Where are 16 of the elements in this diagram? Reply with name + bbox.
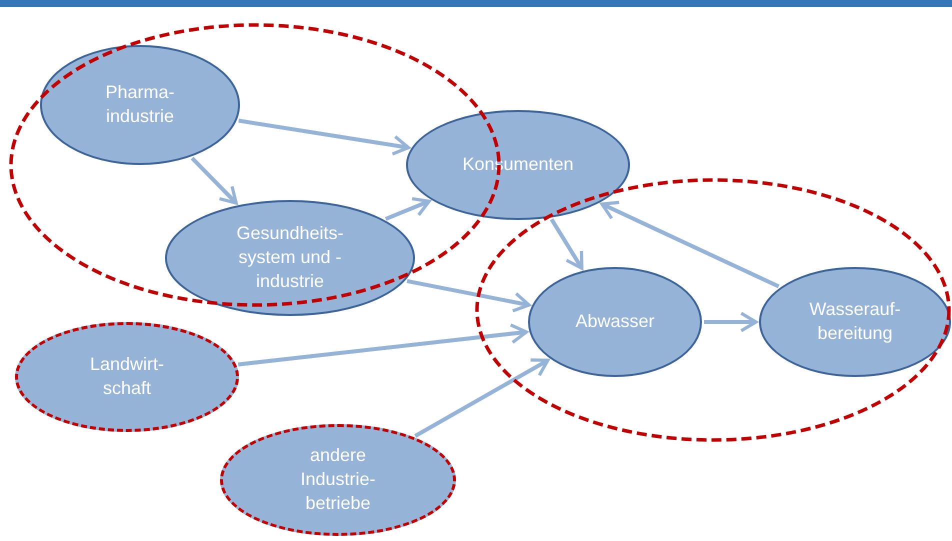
node-label: Gesundheits- system und - industrie — [235, 222, 345, 293]
node-label: Landwirt- schaft — [88, 353, 166, 400]
arrow — [238, 323, 528, 366]
arrow — [704, 312, 758, 332]
arrow — [238, 118, 410, 156]
arrow — [384, 197, 431, 221]
arrow — [406, 279, 531, 312]
node-label: Abwasser — [574, 310, 656, 334]
arrow — [600, 200, 780, 288]
node-label: Pharma- industrie — [104, 81, 176, 128]
arrow — [190, 156, 238, 205]
arrow — [414, 358, 550, 438]
arrow — [550, 218, 584, 270]
node-label: Wasserauf- bereitung — [808, 298, 902, 345]
node-label: Konsumenten — [461, 153, 575, 176]
node-label: andere Industrie- betriebe — [299, 444, 377, 515]
